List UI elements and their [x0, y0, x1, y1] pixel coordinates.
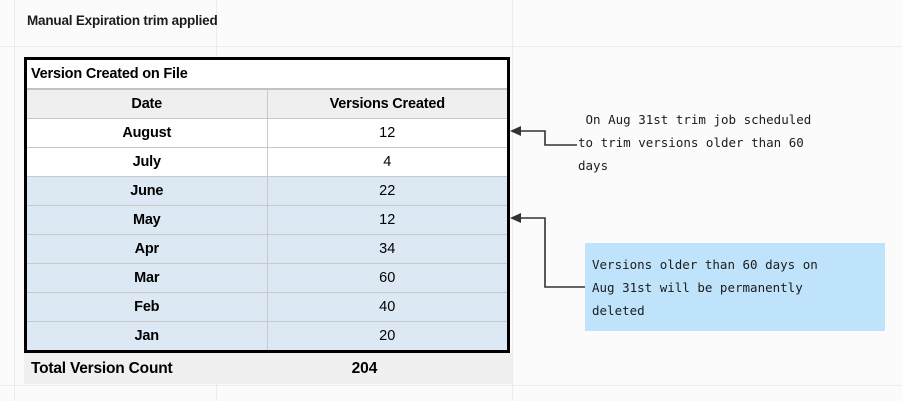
column-header-date: Date	[27, 88, 268, 119]
cell-date: Apr	[27, 234, 268, 264]
table-row: June 22	[27, 176, 507, 206]
annotation-box-deletion-warning	[585, 243, 885, 331]
cell-date: Jan	[27, 321, 268, 350]
table-row: Feb 40	[27, 292, 507, 322]
version-created-table: Version Created on File Date Versions Cr…	[24, 57, 510, 353]
table-header-row: Date Versions Created	[27, 88, 507, 119]
table-row: July 4	[27, 147, 507, 177]
annotation-deletion-warning-note: Versions older than 60 days on Aug 31st …	[592, 257, 818, 318]
total-value: 204	[351, 359, 378, 377]
table-body: Version Created on File Date Versions Cr…	[27, 60, 507, 350]
table-row: Jan 20	[27, 321, 507, 350]
total-version-count-row: Total Version Count 204	[24, 353, 512, 384]
table-banner-label: Version Created on File	[27, 60, 507, 90]
cell-date: Feb	[27, 292, 268, 322]
cell-date: Mar	[27, 263, 268, 293]
cell-versions-created: 60	[267, 263, 507, 293]
connector-line-trim-job	[517, 130, 577, 146]
column-header-versions-created: Versions Created	[267, 88, 507, 119]
table-row: Apr 34	[27, 234, 507, 264]
table-row: Mar 60	[27, 263, 507, 293]
page-title: Manual Expiration trim applied	[27, 13, 218, 28]
cell-versions-created: 20	[267, 321, 507, 350]
cell-versions-created: 4	[267, 147, 507, 177]
total-label: Total Version Count	[31, 359, 173, 377]
cell-versions-created: 22	[267, 176, 507, 206]
connector-line-deletion-warning	[517, 217, 585, 288]
table-row: May 12	[27, 205, 507, 235]
annotation-trim-job-note: On Aug 31st trim job scheduled to trim v…	[578, 112, 812, 173]
cell-date: May	[27, 205, 268, 235]
cell-versions-created: 34	[267, 234, 507, 264]
cell-versions-created: 12	[267, 118, 507, 148]
cell-versions-created: 40	[267, 292, 507, 322]
table-row: August 12	[27, 118, 507, 148]
arrowhead-icon-deletion-warning	[510, 213, 521, 223]
cell-date: June	[27, 176, 268, 206]
table-banner-row: Version Created on File	[27, 60, 507, 90]
arrowhead-icon-trim-job	[510, 126, 521, 136]
cell-date: August	[27, 118, 268, 148]
cell-versions-created: 12	[267, 205, 507, 235]
cell-date: July	[27, 147, 268, 177]
